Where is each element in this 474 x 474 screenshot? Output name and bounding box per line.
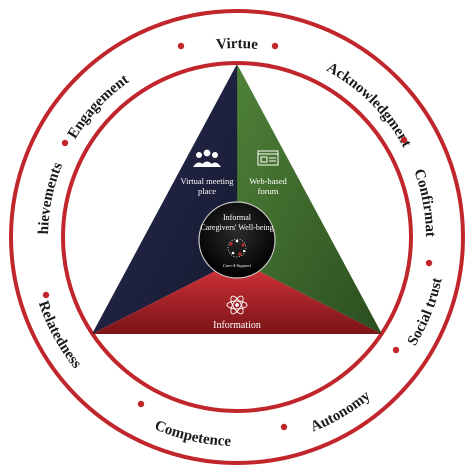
separator-dot	[392, 346, 400, 354]
keyword-acknowledgment: Acknowledgment	[324, 60, 414, 150]
forum-window-icon	[257, 150, 279, 166]
keyword-autonomy: Autonomy	[308, 388, 373, 436]
separator-dot	[177, 42, 185, 50]
ring-separator-dots	[42, 42, 433, 431]
keyword-virtue: Virtue	[216, 36, 259, 53]
information-segment	[92, 260, 382, 334]
triangle	[92, 64, 382, 334]
separator-dot	[137, 400, 145, 408]
separator-dot	[280, 423, 288, 431]
virtual-meeting-label-line2: place	[198, 186, 216, 196]
virtual-meeting-label-line1: Virtual meeting	[180, 176, 234, 186]
center-title-line1: Informal	[223, 213, 252, 222]
outer-ring-border	[9, 9, 465, 465]
keyword-achievements: Achievements	[0, 0, 66, 235]
dotted-circle-logo-icon	[227, 238, 247, 258]
people-group-icon	[193, 149, 221, 167]
center-subtitle: Care-4-Support	[223, 263, 252, 268]
web-forum-segment	[237, 64, 382, 334]
center-title-line2: Caregivers' Well-being	[200, 223, 273, 232]
center-badge: Informal Caregivers' Well-being Care-4-S…	[198, 201, 276, 279]
separator-dot	[425, 259, 433, 267]
separator-dot	[61, 139, 69, 147]
web-forum-label-line1: Web-based	[249, 176, 287, 186]
separator-dot	[271, 42, 279, 50]
keyword-competence: Competence	[152, 418, 231, 450]
virtual-meeting-segment	[92, 64, 237, 334]
web-forum-label-line2: forum	[258, 186, 279, 196]
atom-icon	[226, 295, 248, 315]
separator-dot	[400, 136, 408, 144]
separator-dot	[42, 291, 50, 299]
information-label: Information	[213, 320, 261, 331]
inner-ring-border	[61, 61, 413, 413]
